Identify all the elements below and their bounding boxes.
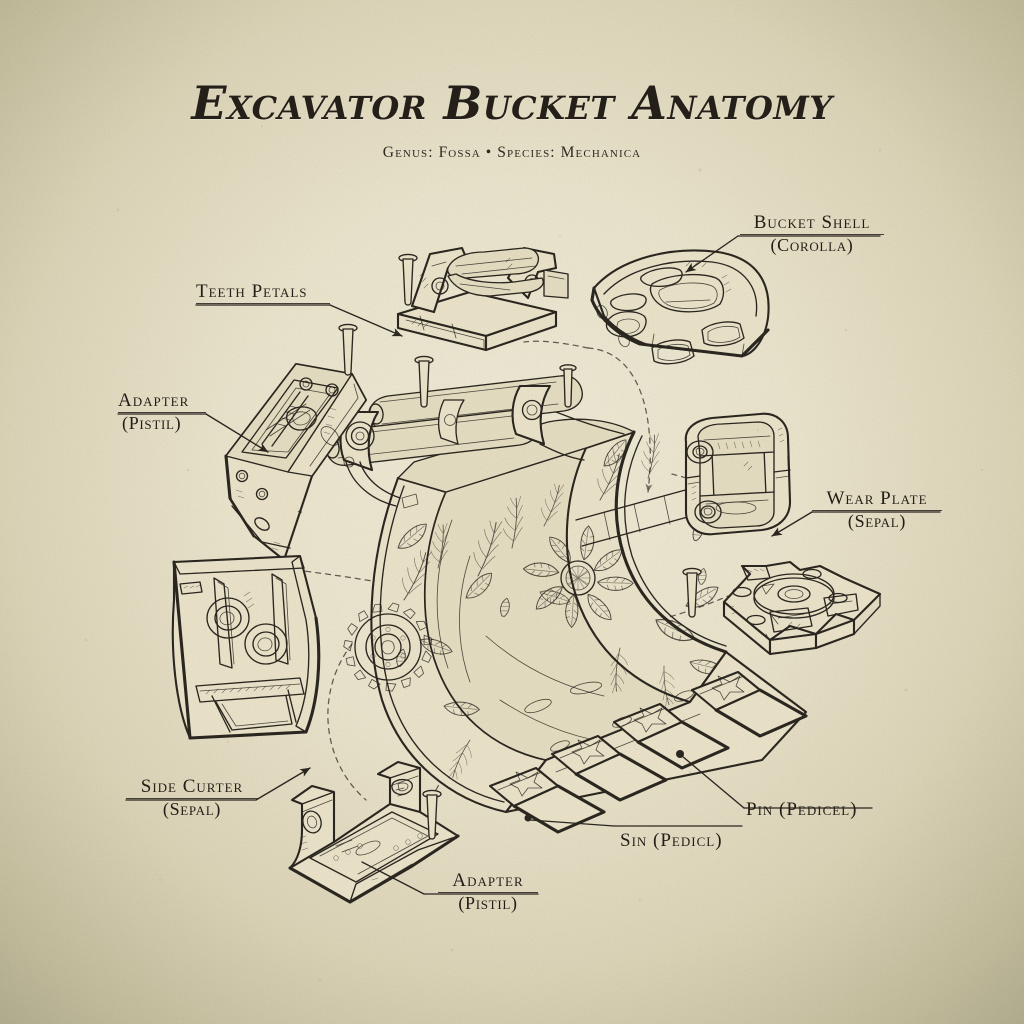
label-bucket-shell: Bucket Shell (Corolla) — [740, 212, 884, 255]
label-secondary: (Pistil) — [458, 892, 518, 913]
label-sin: Sin (Pedicl) — [620, 830, 723, 852]
label-primary: Teeth Petals — [196, 281, 308, 302]
label-wear-plate: Wear Plate (Sepal) — [812, 488, 942, 531]
label-rule — [118, 411, 206, 413]
label-primary: Sin (Pedicl) — [620, 830, 723, 851]
label-rule — [740, 233, 884, 235]
label-side-cutter: Side Curter (Sepal) — [126, 776, 258, 819]
page-subtitle: Genus: Fossa • Species: Mechanica — [382, 144, 642, 161]
label-secondary: (Sepal) — [162, 798, 222, 819]
page-title: Excavator Bucket Anatomy — [191, 76, 833, 130]
label-primary: Bucket Shell — [753, 212, 871, 233]
label-adapter-bottom: Adapter (Pistil) — [438, 870, 538, 913]
label-primary: Adapter — [452, 870, 524, 891]
label-primary: Adapter — [118, 390, 190, 411]
label-primary: Side Curter — [140, 776, 244, 797]
label-primary: Pin (Pedicel) — [746, 799, 858, 820]
label-secondary: (Corolla) — [770, 234, 854, 255]
label-rule — [812, 509, 942, 511]
label-adapter-top: Adapter (Pistil) — [118, 390, 206, 433]
label-rule — [196, 302, 330, 304]
label-rule — [438, 891, 538, 893]
label-teeth-petals: Teeth Petals — [196, 281, 330, 304]
label-rule — [126, 797, 258, 799]
label-pin: Pin (Pedicel) — [746, 799, 858, 821]
label-secondary: (Pistil) — [122, 412, 182, 433]
label-primary: Wear Plate — [826, 488, 928, 509]
label-secondary: (Sepal) — [847, 510, 907, 531]
